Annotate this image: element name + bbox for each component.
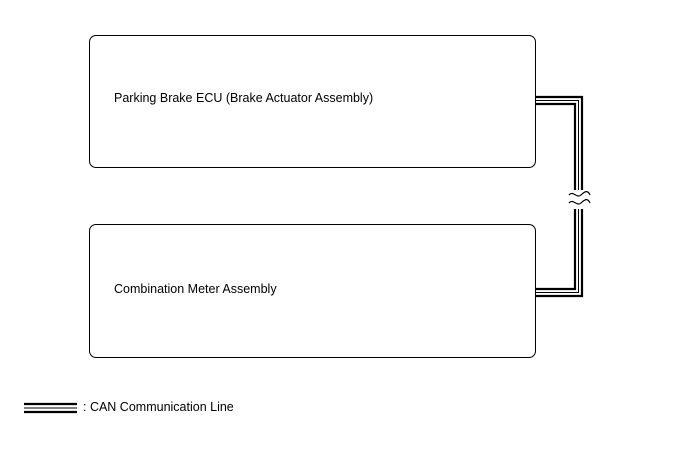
combination-meter-label: Combination Meter Assembly — [114, 282, 277, 296]
combination-meter-box: Combination Meter Assembly — [89, 224, 536, 358]
parking-brake-ecu-box: Parking Brake ECU (Brake Actuator Assemb… — [89, 35, 536, 168]
legend-label: : CAN Communication Line — [83, 400, 234, 414]
can-line-legend-symbol — [24, 402, 77, 414]
can-line-lower — [536, 209, 584, 298]
parking-brake-ecu-label: Parking Brake ECU (Brake Actuator Assemb… — [114, 91, 374, 105]
wire-break-symbol — [568, 190, 591, 209]
can-line-upper — [536, 95, 584, 190]
